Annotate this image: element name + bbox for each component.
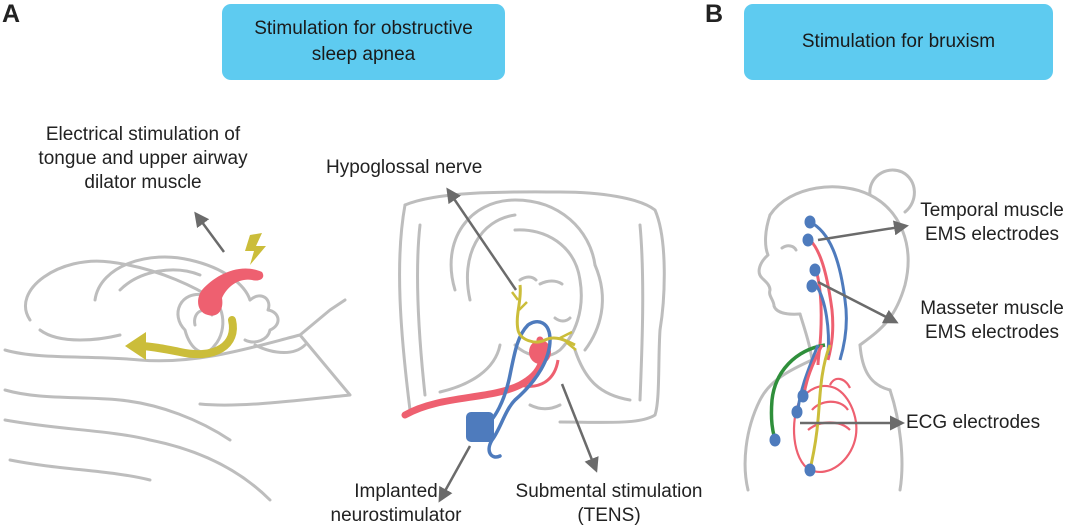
ecg-wire-blue (796, 344, 820, 411)
ecg-wire-green (769, 343, 826, 441)
panel-a-letter: A (2, 0, 21, 28)
tongue-shape (198, 268, 264, 316)
panel-a-title: Stimulation for obstructive sleep apnea (222, 4, 505, 80)
neurostimulator-device (466, 412, 494, 442)
label-temporal-muscle: Temporal muscle EMS electrodes (920, 200, 1064, 245)
label-submental-stimulation: Submental stimulation (TENS) (515, 481, 703, 526)
yellow-nerve (515, 284, 576, 347)
label-implanted-neurostimulator: Implanted neurostimulator (330, 481, 462, 526)
panel-b-letter: B (705, 0, 724, 28)
label-electrical-stimulation: Electrical stimulation of tongue and upp… (38, 124, 248, 193)
label-ecg-electrodes: ECG electrodes (906, 412, 1041, 433)
label-masseter-muscle: Masseter muscle EMS electrodes (920, 298, 1064, 343)
panel-b-title: Stimulation for bruxism (744, 4, 1053, 80)
ecg-wire-yellow (808, 344, 832, 471)
sleeper-left (3, 255, 352, 502)
lightning-icon (245, 233, 266, 265)
airflow-arrow (125, 316, 237, 360)
electrodes (769, 215, 821, 477)
sleeper-supine (398, 190, 666, 424)
face-wire-blue (809, 220, 848, 361)
label-hypoglossal-nerve: Hypoglossal nerve (326, 157, 483, 178)
